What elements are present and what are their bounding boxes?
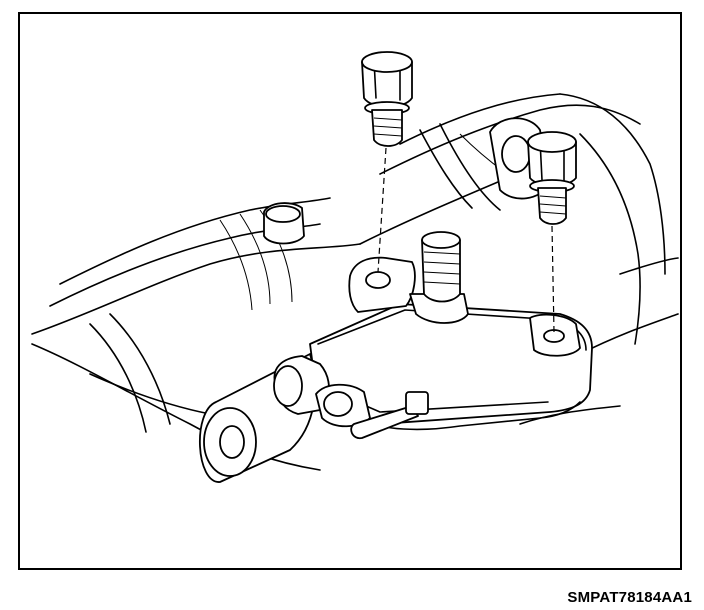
position-sensor-icon (309, 256, 593, 431)
stud-icon (421, 231, 461, 303)
figure-reference-code: SMPAT78184AA1 (567, 589, 692, 606)
illustration-frame (18, 12, 682, 570)
connector-icon (273, 355, 429, 440)
technical-illustration (31, 51, 679, 483)
bolt-icon (361, 51, 413, 273)
bolt-icon (527, 131, 577, 333)
